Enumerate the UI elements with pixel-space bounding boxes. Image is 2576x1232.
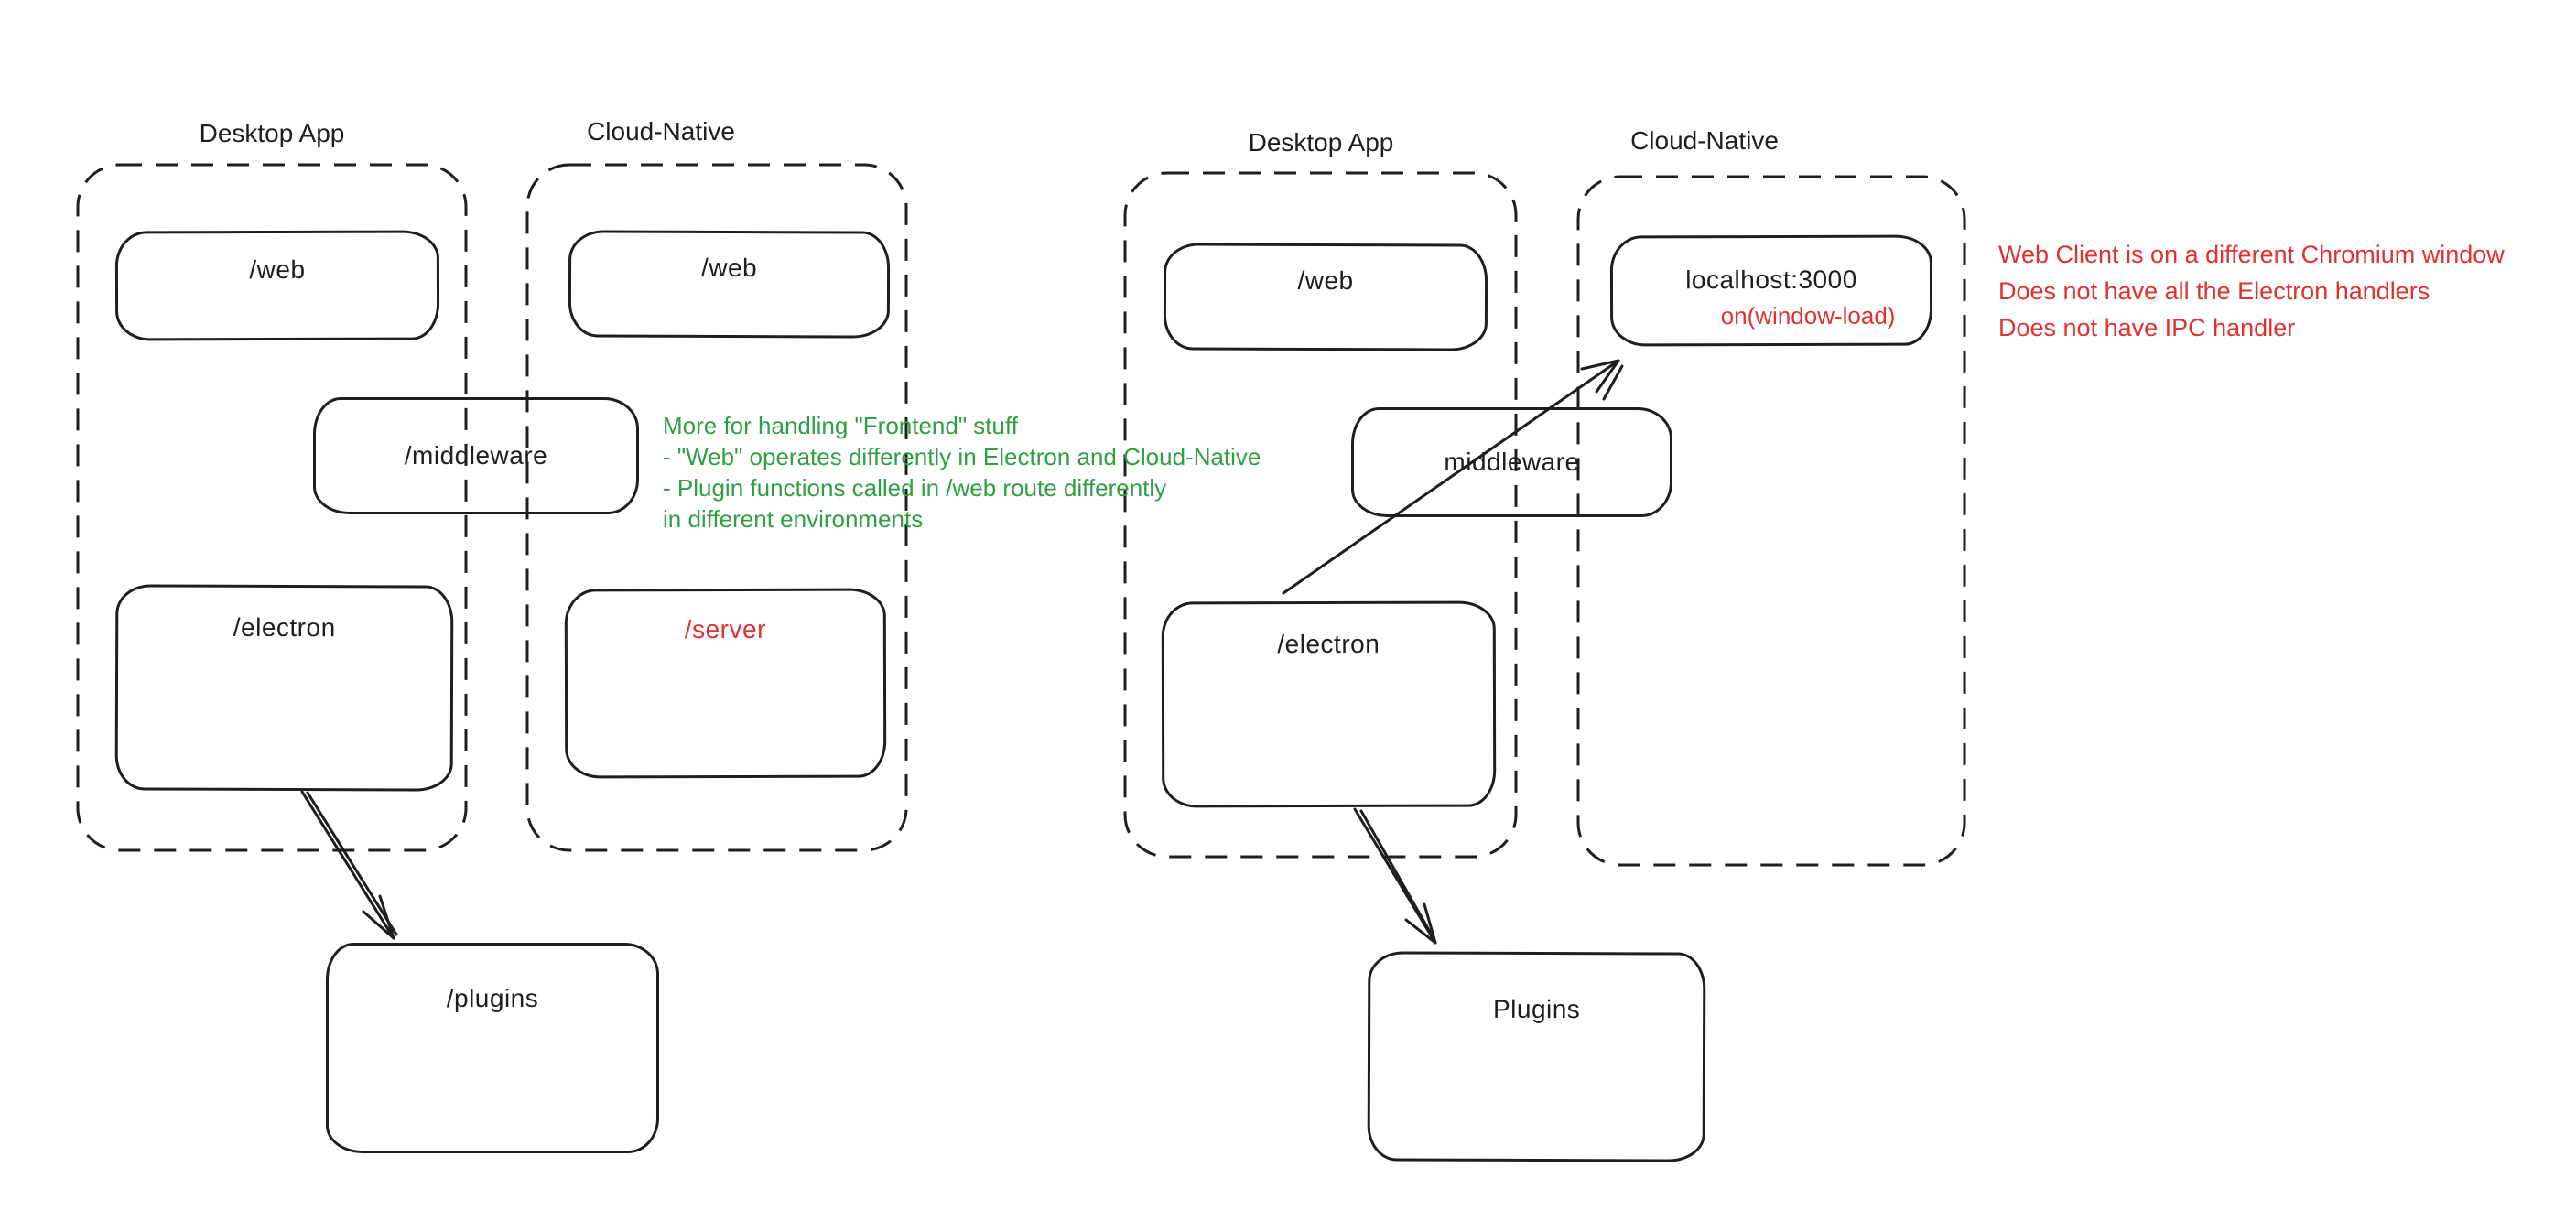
right-plugins-label: Plugins bbox=[1492, 994, 1581, 1024]
red-note-line-1: Web Client is on a different Chromium wi… bbox=[1998, 241, 2505, 268]
green-note: More for handling "Frontend" stuff - "We… bbox=[663, 410, 1261, 535]
electron-to-plugins-arrow-right bbox=[1353, 807, 1437, 945]
localhost-label: localhost:3000 bbox=[1685, 265, 1857, 295]
green-note-line-4: in different environments bbox=[663, 505, 924, 533]
right-web-label: /web bbox=[1297, 265, 1354, 296]
left-cloud-native-title: Cloud-Native bbox=[587, 117, 735, 146]
right-electron-box: /electron bbox=[1161, 600, 1497, 808]
right-desktop-app-title: Desktop App bbox=[1248, 128, 1394, 157]
green-note-line-3: - Plugin functions called in /web route … bbox=[663, 474, 1167, 502]
red-note-line-3: Does not have IPC handler bbox=[1998, 314, 2296, 341]
left-electron-box: /electron bbox=[114, 584, 454, 792]
right-cloud-native-title: Cloud-Native bbox=[1630, 126, 1779, 155]
red-note-line-2: Does not have all the Electron handlers bbox=[1998, 277, 2430, 305]
left-middleware-box: /middleware bbox=[313, 397, 639, 514]
red-note: Web Client is on a different Chromium wi… bbox=[1998, 236, 2505, 346]
localhost-box: localhost:3000 on(window-load) bbox=[1609, 234, 1933, 347]
left-server-box: /server bbox=[564, 588, 887, 779]
left-desktop-app-title: Desktop App bbox=[199, 119, 345, 147]
left-server-label: /server bbox=[684, 614, 766, 644]
right-web-box: /web bbox=[1163, 243, 1488, 351]
left-middleware-label: /middleware bbox=[404, 441, 548, 470]
right-middleware-label: middleware bbox=[1444, 448, 1580, 476]
left-cloud-web-box: /web bbox=[568, 230, 891, 339]
right-middleware-box: middleware bbox=[1351, 407, 1672, 517]
right-electron-label: /electron bbox=[1277, 629, 1380, 659]
left-web-box: /web bbox=[114, 230, 440, 341]
left-cloud-web-label: /web bbox=[700, 253, 758, 283]
electron-to-plugins-arrow-left bbox=[300, 790, 398, 940]
right-plugins-box: Plugins bbox=[1367, 951, 1706, 1162]
left-plugins-label: /plugins bbox=[446, 984, 539, 1012]
green-note-line-2: - "Web" operates differently in Electron… bbox=[663, 443, 1261, 470]
left-plugins-box: /plugins bbox=[326, 943, 659, 1153]
green-note-line-1: More for handling "Frontend" stuff bbox=[663, 412, 1018, 439]
window-load-label: on(window-load) bbox=[1720, 301, 1896, 330]
left-web-label: /web bbox=[249, 254, 306, 285]
left-electron-label: /electron bbox=[233, 612, 336, 643]
